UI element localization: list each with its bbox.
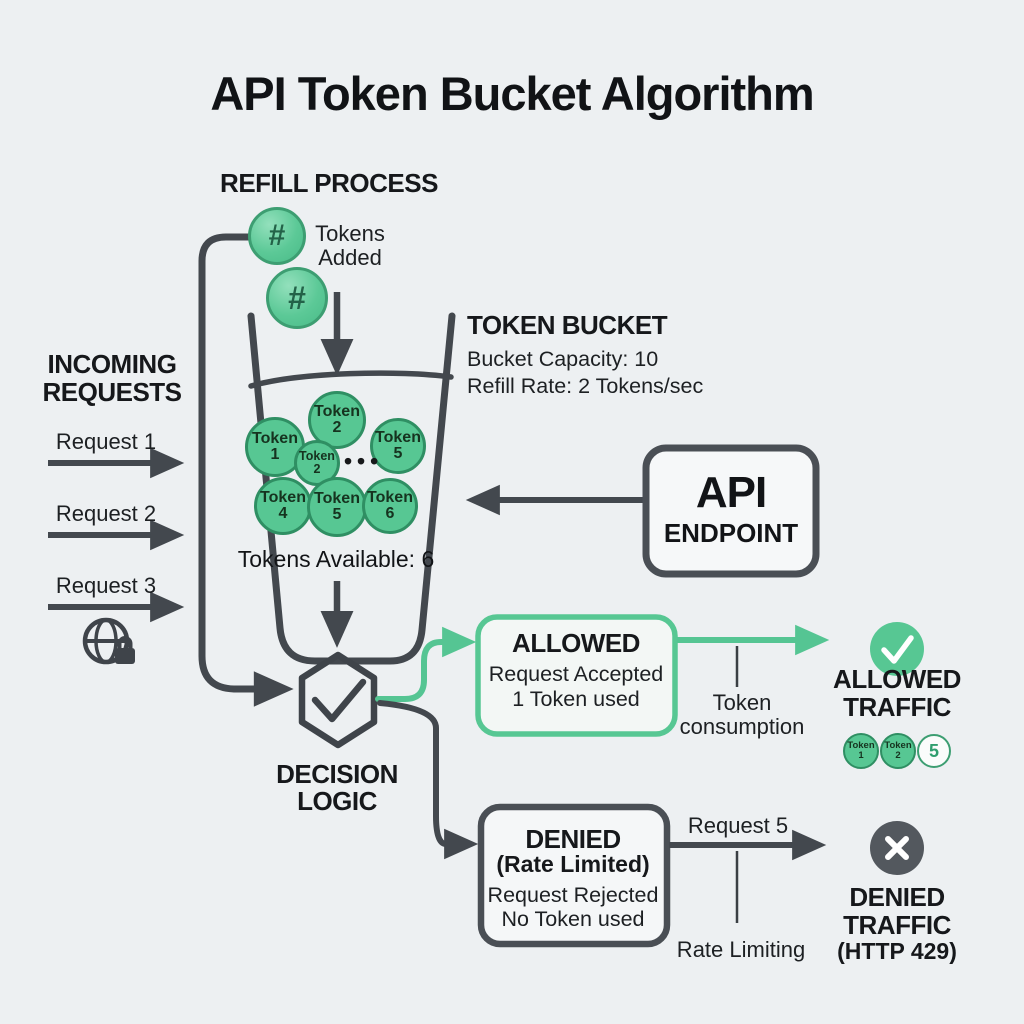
denied-line2: No Token used [501,907,645,931]
allowed-box [475,614,678,737]
denied-traffic-code: (HTTP 429) [837,938,957,964]
request-2-label: Request 2 [55,501,157,526]
denied-traffic-label: DENIED TRAFFIC [843,882,951,940]
refill-rate-label: Refill Rate: 2 Tokens/sec [467,374,704,398]
token-consumption-label: Token consumption [679,690,805,739]
allowed-line2: 1 Token used [512,687,640,711]
api-endpoint-subtitle: ENDPOINT [663,518,799,548]
bucket-capacity-label: Bucket Capacity: 10 [467,347,659,371]
denied-traffic-x-icon [870,821,924,875]
refill-token-icon: # [248,207,306,265]
denied-title: DENIED [525,824,621,854]
denied-box [477,803,671,948]
denied-line1: Request Rejected [487,883,659,907]
denied-subtitle: (Rate Limited) [496,851,650,877]
api-endpoint-title: API [695,468,767,517]
bucket-water-line [248,370,454,389]
allowed-line1: Request Accepted [488,662,664,686]
page-title: API Token Bucket Algorithm [210,67,814,120]
bucket-token: Token 5 [370,418,426,474]
refill-token-symbol: # [268,218,286,252]
token-bucket-heading: TOKEN BUCKET [467,310,668,340]
tokens-available-label: Tokens Available: 6 [237,546,435,572]
api-endpoint-box [642,444,820,578]
allowed-traffic-check-icon [870,622,924,676]
decision-to-allowed-connector [375,626,477,702]
bucket-ellipsis: ••• [344,448,384,474]
incoming-requests-heading: INCOMING REQUESTS [42,349,182,407]
request-1-label: Request 1 [55,429,157,454]
traffic-token: Token 2 [880,733,916,769]
traffic-token: Token 1 [843,733,879,769]
bucket-token: Token 2 [308,391,366,449]
request-5-label: Request 5 [687,813,789,838]
tokens-added-label: Tokens Added [315,221,385,270]
refill-pipe-connector [198,233,294,707]
bucket-token: Token 5 [307,477,367,537]
refill-token-icon: # [266,267,328,329]
decision-logic-label: DECISION LOGIC [276,759,398,816]
allowed-title: ALLOWED [512,628,640,658]
token-bucket-info: TOKEN BUCKET Bucket Capacity: 10 Refill … [467,310,703,399]
decision-hexagon-icon [298,651,378,749]
token-counter: 5 [917,734,951,768]
decision-to-denied-connector [377,700,479,860]
bucket-token: Token 6 [362,478,418,534]
refill-token-symbol: # [288,279,306,316]
bucket-token: Token 4 [254,477,312,535]
globe-lock-icon [82,617,135,665]
request-3-label: Request 3 [55,573,157,598]
refill-process-heading: REFILL PROCESS [220,168,438,198]
rate-limiting-label: Rate Limiting [676,937,806,962]
allowed-traffic-label: ALLOWED TRAFFIC [833,664,961,722]
